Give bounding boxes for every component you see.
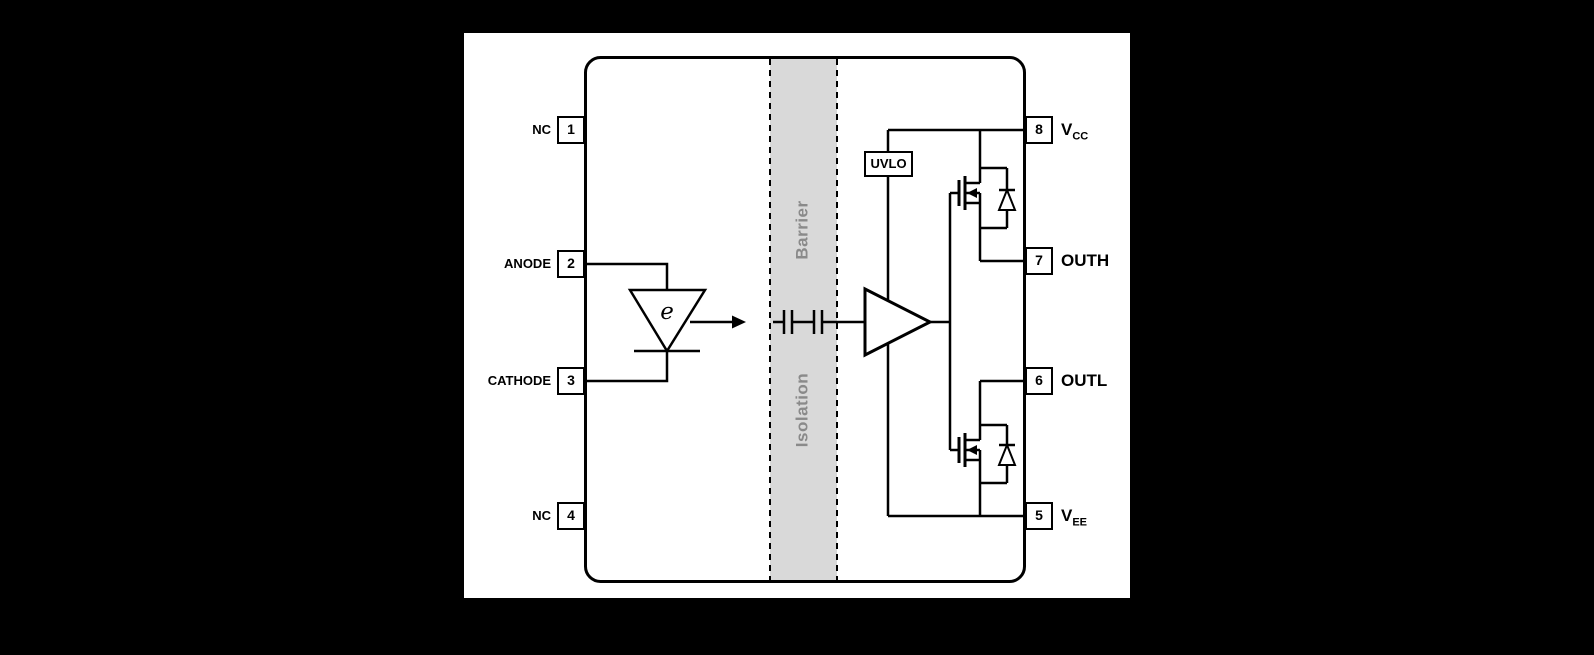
pin-box-1: 1	[557, 116, 585, 144]
emitter-e-glyph: e	[660, 299, 674, 325]
pin-label-nc-1: NC	[532, 122, 551, 137]
pin-box-5: 5	[1025, 502, 1053, 530]
amplifier-triangle	[863, 193, 952, 450]
pin-label-cathode: CATHODE	[487, 373, 551, 388]
pin-box-6: 6	[1025, 367, 1053, 395]
high-side-fet	[950, 130, 1027, 263]
pin-box-4: 4	[557, 502, 585, 530]
circuit-artwork	[582, 56, 1027, 583]
pin-number-6: 6	[1035, 372, 1043, 388]
pin-box-2: 2	[557, 250, 585, 278]
pin-label-anode: ANODE	[504, 256, 551, 271]
pin-number-8: 8	[1035, 121, 1043, 137]
isolation-band-label-barrier: Barrier	[792, 200, 812, 260]
uvlo-block: UVLO	[864, 151, 913, 177]
pin-label-nc-4: NC	[532, 508, 551, 523]
isolation-band	[769, 59, 838, 580]
diagram-canvas: Barrier Isolation e UVLO NC 1 ANODE 2 CA…	[464, 33, 1130, 598]
pin-label-outh: OUTH	[1061, 251, 1110, 270]
pin-label-vee: VEE	[1061, 506, 1088, 529]
isolation-band-label-isolation: Isolation	[792, 372, 812, 448]
pin-number-2: 2	[567, 255, 575, 271]
pin-number-1: 1	[567, 121, 575, 137]
pin-label-vcc: VCC	[1061, 120, 1089, 143]
pin-number-3: 3	[567, 372, 575, 388]
low-side-fet	[950, 379, 1027, 516]
emitter-symbol	[582, 262, 708, 383]
signal-arrow	[690, 315, 746, 329]
pin-number-5: 5	[1035, 507, 1043, 523]
pin-number-4: 4	[567, 507, 575, 523]
supply-rails	[886, 128, 1027, 518]
pin-box-8: 8	[1025, 116, 1053, 144]
pin-box-3: 3	[557, 367, 585, 395]
capacitor-symbols	[773, 310, 865, 334]
pin-number-7: 7	[1035, 252, 1043, 268]
pin-box-7: 7	[1025, 247, 1053, 275]
pin-label-outl: OUTL	[1061, 371, 1108, 390]
